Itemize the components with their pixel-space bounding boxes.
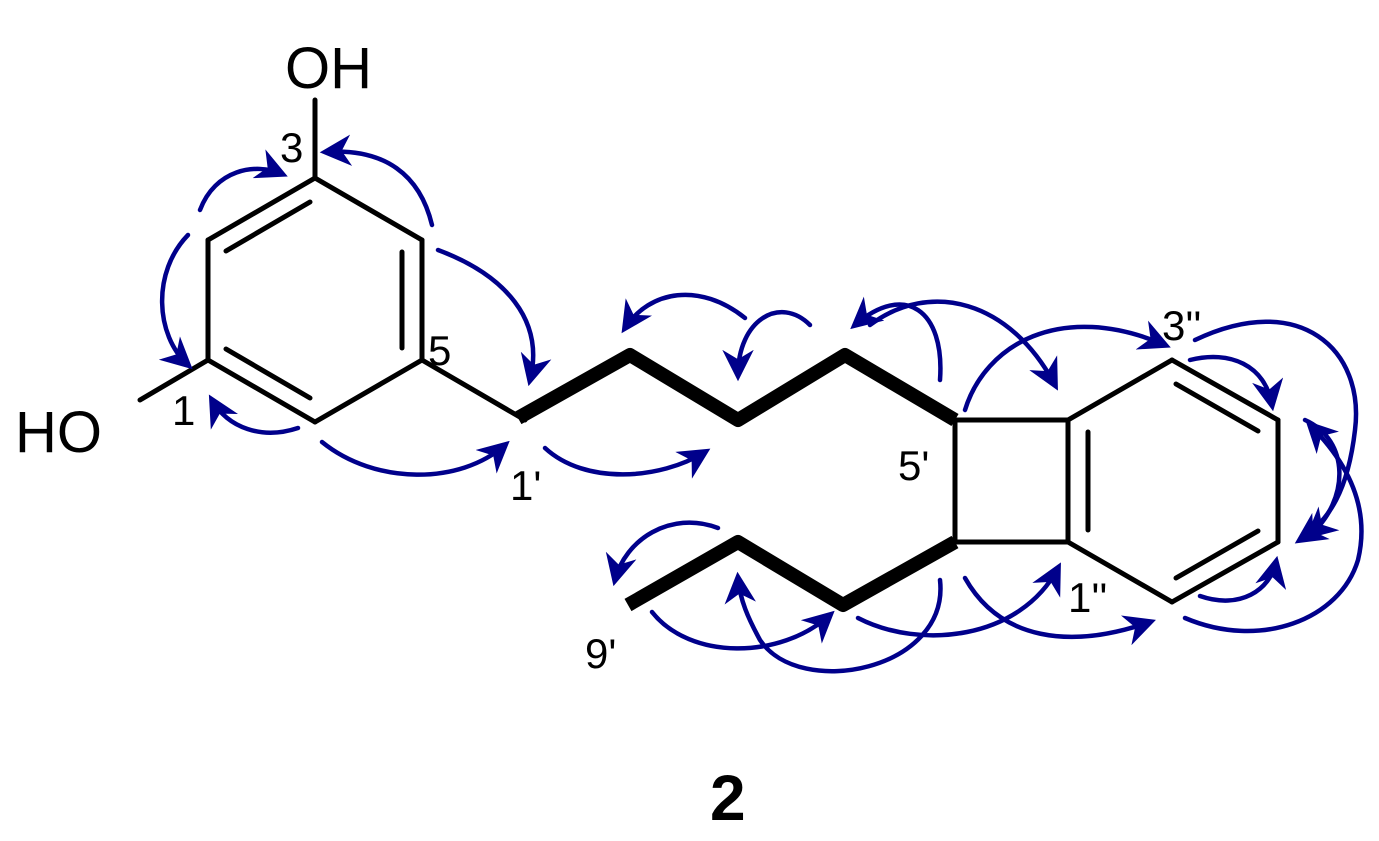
label-c5: 5 bbox=[428, 327, 451, 374]
bond-c1-oh bbox=[137, 357, 211, 403]
label-c1p: 1' bbox=[510, 462, 541, 509]
arrow-h2-c3 bbox=[197, 149, 288, 213]
hmbc-arrows bbox=[158, 134, 1364, 674]
label-c5p: 5' bbox=[898, 442, 929, 489]
arrow-h6pp-c5pp bbox=[1197, 555, 1287, 603]
arrow-h6pp-c4pp bbox=[1182, 420, 1364, 634]
arrow-h9p-c7p bbox=[649, 609, 835, 651]
arrow-h4p-c2pp bbox=[867, 299, 1058, 391]
label-c3pp: 3'' bbox=[1162, 302, 1201, 349]
arrow-h3pp-c4pp bbox=[1187, 354, 1284, 412]
bond-c5-c1p bbox=[419, 357, 528, 423]
bond-c2-c3 bbox=[205, 175, 318, 243]
benzocyclobutene bbox=[952, 357, 1281, 605]
resorcinol-ring bbox=[137, 97, 528, 425]
bond-c3pp-c4pp-inner bbox=[1173, 381, 1261, 434]
bond-c6pp-c1pp bbox=[1065, 539, 1175, 605]
atom-labels: OH HO 3 1 5 1' 5' 9' 3'' 1'' 2 bbox=[15, 36, 1201, 834]
arrow-h6-c1 bbox=[208, 394, 301, 435]
arrow-h7p-c1pp bbox=[855, 562, 1061, 638]
bond-c5pp-c6pp-inner bbox=[1173, 528, 1261, 581]
arrow-h6-c1p bbox=[319, 439, 510, 477]
arrow-h4-c1p bbox=[435, 247, 552, 387]
bond-c5-c6 bbox=[312, 357, 425, 425]
arrow-h6p-c8p bbox=[724, 571, 943, 674]
arrow-h6p-c6pp bbox=[962, 575, 1156, 646]
label-c3: 3 bbox=[280, 124, 303, 171]
arrow-h1p-c3p bbox=[542, 445, 711, 479]
bond-c3-c4 bbox=[312, 175, 425, 243]
label-oh-top: OH bbox=[285, 36, 372, 101]
arrow-h5p-c3pp bbox=[962, 320, 1171, 413]
cosy-chain-1p-5p bbox=[514, 348, 959, 427]
arrow-h4-c3 bbox=[319, 134, 435, 228]
arrow-h2-c1 bbox=[158, 232, 193, 370]
arrow-h8p-c9p bbox=[605, 520, 721, 587]
alkyl-chain bbox=[514, 348, 959, 612]
compound-number: 2 bbox=[710, 762, 746, 834]
bond-c2-c3-inner bbox=[223, 199, 313, 254]
cosy-chain-6p-9p bbox=[624, 535, 959, 612]
bond-c2pp-c3pp bbox=[1065, 357, 1175, 423]
arrow-h3p-c1p bbox=[621, 292, 748, 334]
label-c1pp: 1'' bbox=[1068, 574, 1107, 621]
arrow-h4p-c6p bbox=[850, 296, 943, 383]
label-ho-left: HO bbox=[15, 400, 102, 465]
arrow-h4p-c3p bbox=[722, 309, 813, 382]
label-c1: 1 bbox=[172, 387, 195, 434]
bond-c5pp-c6pp bbox=[1169, 539, 1281, 605]
bond-c6-c1-inner bbox=[223, 346, 313, 401]
bond-c6-c1 bbox=[205, 357, 318, 425]
label-c9p: 9' bbox=[585, 630, 616, 677]
